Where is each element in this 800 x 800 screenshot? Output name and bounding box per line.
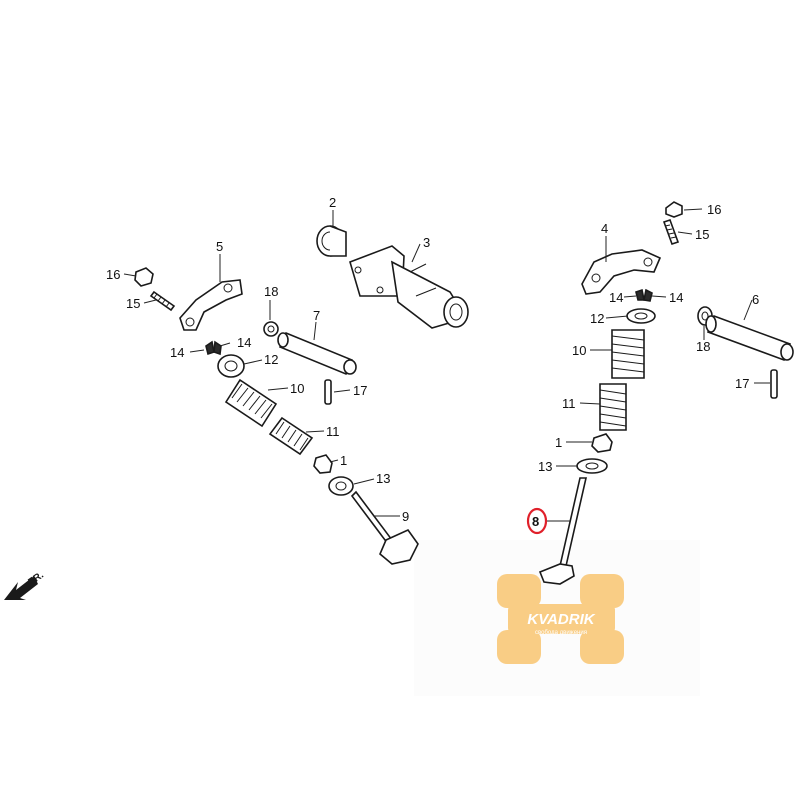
right-inner-valve-spring-part bbox=[599, 383, 627, 431]
leader-lines bbox=[123, 208, 770, 522]
camshaft-part bbox=[349, 245, 469, 329]
left-spring-retainer-part bbox=[217, 354, 245, 378]
kvadrik-watermark: KVADRIK свобода движения bbox=[414, 540, 700, 696]
right-spring-retainer-part bbox=[626, 308, 656, 324]
callout-5: 5 bbox=[216, 239, 223, 254]
right-dowel-pin-part bbox=[770, 369, 778, 399]
callout-11-right: 11 bbox=[562, 396, 576, 411]
callout-12: 12 bbox=[264, 352, 278, 367]
left-valve-cotter-part bbox=[205, 340, 222, 356]
callout-14b-right: 14 bbox=[669, 290, 683, 305]
right-adjusting-nut-part bbox=[665, 201, 683, 218]
left-exhaust-valve-part bbox=[350, 490, 419, 565]
left-rocker-shaft-part bbox=[277, 331, 357, 376]
left-adjusting-screw-part bbox=[149, 290, 176, 312]
callout-14b: 14 bbox=[170, 345, 184, 360]
camshaft-bearing-part bbox=[316, 225, 347, 257]
callout-16-right: 16 bbox=[707, 202, 721, 217]
callout-2: 2 bbox=[329, 195, 336, 210]
callout-7: 7 bbox=[313, 308, 320, 323]
right-valve-assembly bbox=[538, 201, 794, 585]
right-intake-valve-part bbox=[538, 477, 588, 585]
callout-18-right: 18 bbox=[696, 339, 710, 354]
callout-6-right: 6 bbox=[752, 292, 759, 307]
left-valve-assembly bbox=[134, 267, 419, 565]
callout-12-right: 12 bbox=[590, 311, 604, 326]
watermark-brand: KVADRIK bbox=[527, 611, 595, 628]
left-rocker-arm-part bbox=[179, 279, 243, 331]
left-dowel-pin-part bbox=[324, 379, 332, 405]
callout-3: 3 bbox=[423, 235, 430, 250]
left-spring-seat-part bbox=[328, 476, 354, 496]
left-o-ring-part bbox=[263, 321, 279, 337]
callout-14: 14 bbox=[237, 335, 251, 350]
callout-17: 17 bbox=[353, 383, 367, 398]
callout-15: 15 bbox=[126, 296, 140, 311]
right-spring-seat-part bbox=[576, 458, 608, 474]
right-rocker-arm-part bbox=[581, 249, 662, 295]
callout-10-right: 10 bbox=[572, 343, 586, 358]
callout-1-right: 1 bbox=[555, 435, 562, 450]
callout-13: 13 bbox=[376, 471, 390, 486]
right-valve-stem-seal-part bbox=[591, 433, 613, 453]
callout-13-right: 13 bbox=[538, 459, 552, 474]
left-callouts: 16 15 5 18 14 14 12 7 10 17 11 1 13 9 bbox=[106, 239, 409, 524]
right-callouts: 16 15 4 14 14 6 12 18 10 17 11 1 13 8 bbox=[526, 202, 759, 535]
callout-15-right: 15 bbox=[695, 227, 709, 242]
right-rocker-shaft-part bbox=[705, 314, 794, 362]
front-direction-arrow: FR. bbox=[4, 570, 46, 600]
callout-11: 11 bbox=[326, 424, 340, 439]
right-adjusting-screw-part bbox=[662, 218, 680, 246]
callout-16: 16 bbox=[106, 267, 120, 282]
left-adjusting-nut-part bbox=[134, 267, 154, 287]
callout-1: 1 bbox=[340, 453, 347, 468]
watermark-tagline: свобода движения bbox=[535, 630, 587, 636]
callout-8-right: 8 bbox=[532, 514, 539, 529]
callout-17-right: 17 bbox=[735, 376, 749, 391]
callout-9: 9 bbox=[402, 509, 409, 524]
highlight-ring-part-8 bbox=[526, 507, 548, 535]
callout-10: 10 bbox=[290, 381, 304, 396]
right-valve-cotter-part bbox=[635, 288, 653, 302]
callout-14-right: 14 bbox=[609, 290, 623, 305]
callout-18: 18 bbox=[264, 284, 278, 299]
right-outer-valve-spring-part bbox=[611, 329, 645, 379]
left-valve-stem-seal-part bbox=[313, 454, 333, 474]
left-inner-valve-spring-part bbox=[268, 416, 314, 456]
callout-4-right: 4 bbox=[601, 221, 608, 236]
left-outer-valve-spring-part bbox=[224, 378, 278, 428]
center-callouts: 2 3 bbox=[329, 195, 430, 250]
